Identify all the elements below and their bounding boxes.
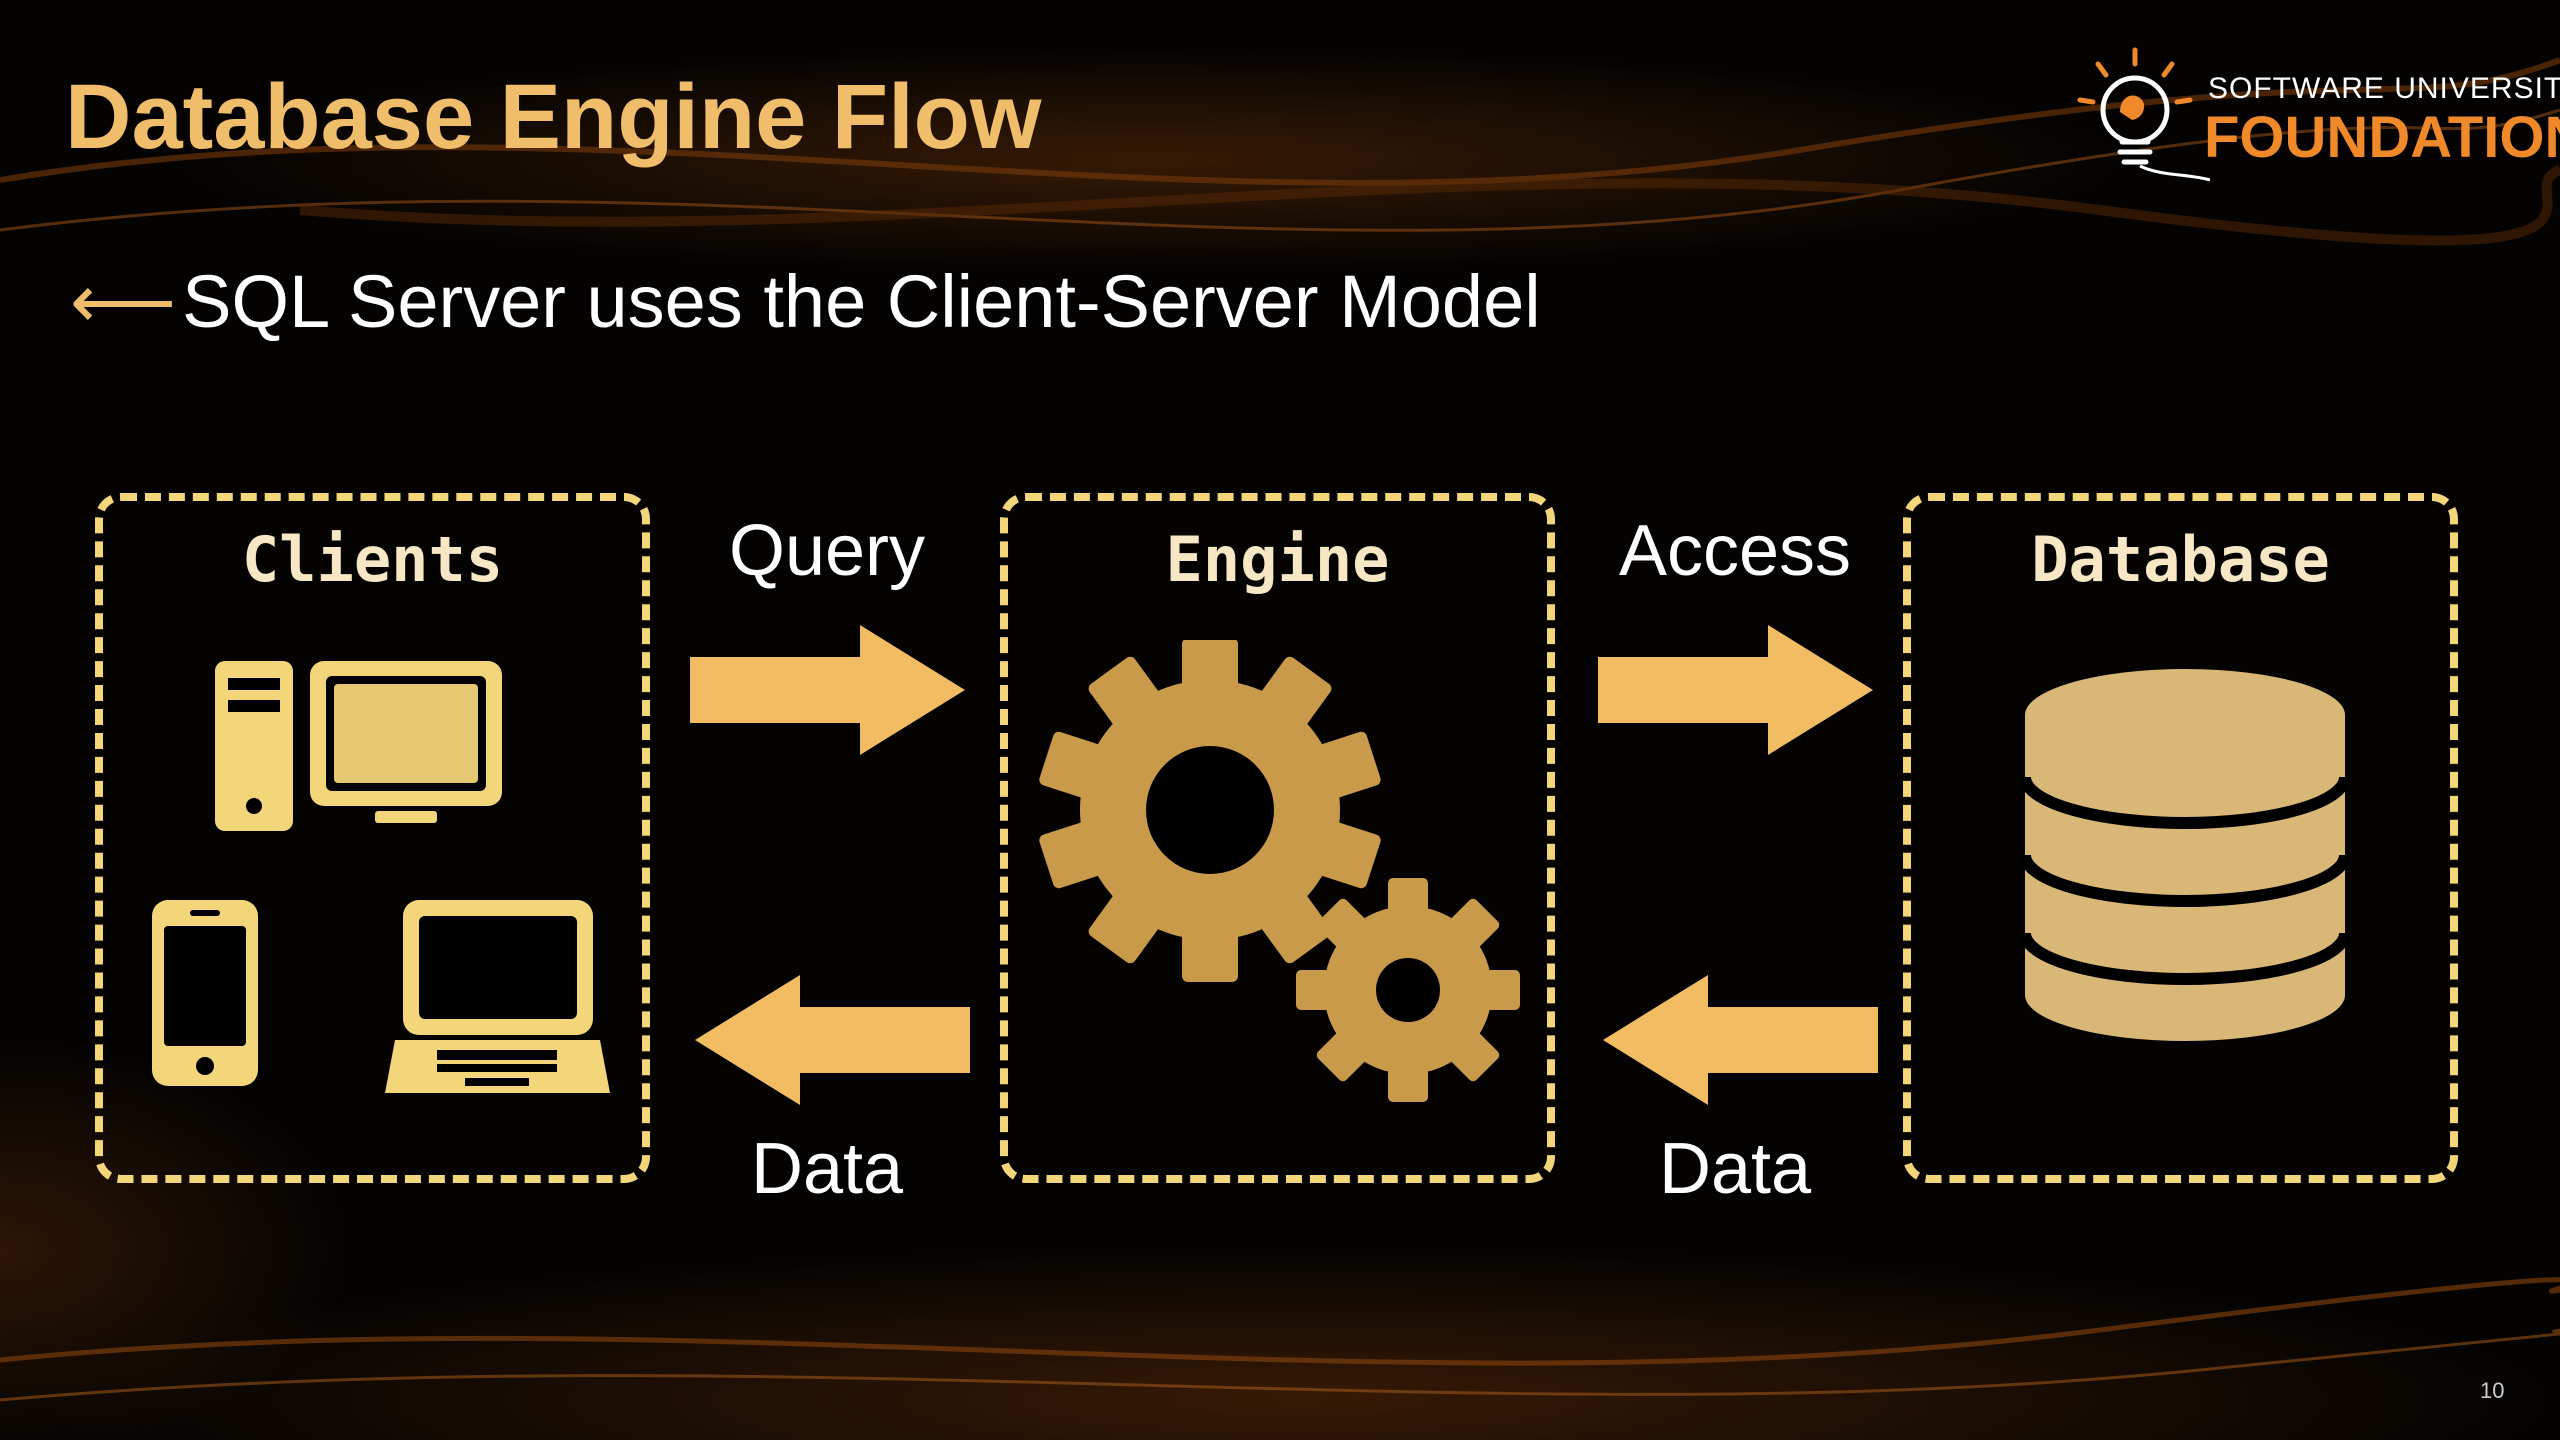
query-arrow-icon bbox=[690, 625, 965, 755]
query-label: Query bbox=[728, 511, 926, 591]
engine-label: Engine bbox=[1165, 523, 1390, 596]
lightbulb-logo-icon bbox=[2077, 47, 2210, 182]
access-label: Access bbox=[1618, 511, 1852, 591]
smartphone-icon bbox=[152, 900, 258, 1086]
data-return-arrow-right-icon bbox=[1603, 975, 1878, 1105]
logo-line-foundation: FOUNDATION bbox=[2204, 105, 2560, 170]
engine-box: Engine bbox=[1000, 493, 1555, 1183]
access-arrow-icon bbox=[1598, 625, 1873, 755]
data-label-left: Data bbox=[750, 1129, 904, 1209]
data-return-arrow-left-icon bbox=[695, 975, 970, 1105]
slide-title: Database Engine Flow bbox=[65, 66, 1042, 168]
data-label-right: Data bbox=[1658, 1129, 1812, 1209]
database-box: Database bbox=[1903, 493, 2458, 1183]
bullet-text: SQL Server uses the Client-Server Model bbox=[182, 260, 1541, 343]
clients-label: Clients bbox=[241, 523, 504, 596]
bullet-arrow-icon: ⟵ bbox=[70, 260, 177, 343]
database-cylinder-icon bbox=[2020, 669, 2350, 1041]
laptop-icon bbox=[385, 900, 610, 1093]
clients-box: Clients bbox=[95, 493, 650, 1183]
database-label: Database bbox=[2031, 523, 2330, 596]
logo-line-software-university: SOFTWARE UNIVERSITY bbox=[2208, 72, 2560, 105]
page-number: 10 bbox=[2480, 1378, 2505, 1403]
bullet-point: ⟵SQL Server uses the Client-Server Model bbox=[70, 258, 1541, 347]
gears-icon bbox=[1039, 640, 1520, 1102]
desktop-computer-icon bbox=[215, 661, 502, 831]
